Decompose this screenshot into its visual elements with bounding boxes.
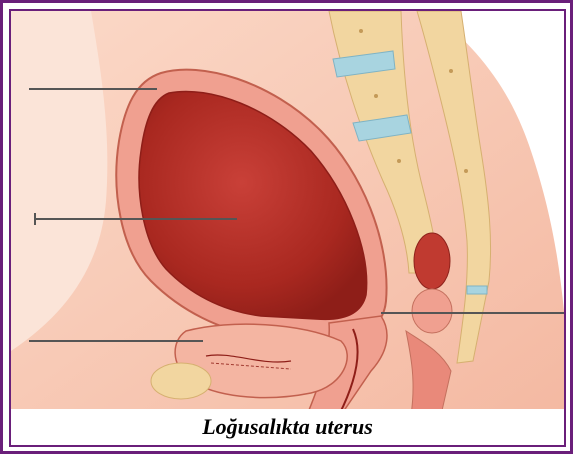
anatomy-illustration xyxy=(11,11,564,415)
inner-border-frame: Loğusalıkta uterus xyxy=(9,9,566,447)
pubic-bone xyxy=(151,363,211,399)
coccyx-disc xyxy=(467,286,487,294)
figure-caption: Loğusalıkta uterus xyxy=(11,409,564,445)
